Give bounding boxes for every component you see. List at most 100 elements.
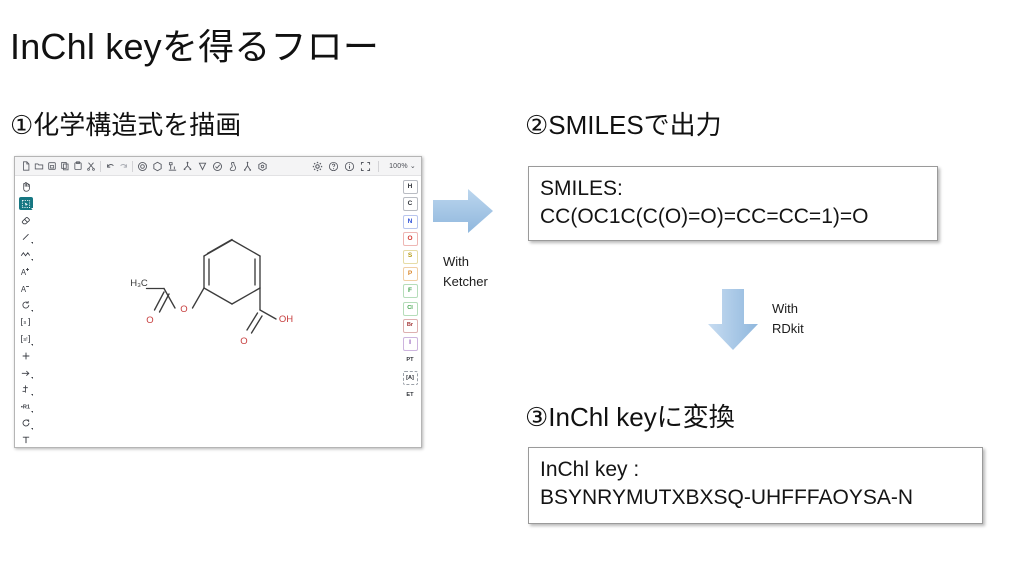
dearomatize-icon[interactable] (151, 160, 163, 172)
bond-single-tool[interactable] (19, 231, 33, 245)
aromatize-icon[interactable] (136, 160, 148, 172)
reaction-mapping-tool[interactable] (19, 383, 33, 397)
calculate-cip-icon[interactable] (196, 160, 208, 172)
arrow-rdkit (708, 289, 758, 350)
paste-icon[interactable] (72, 160, 84, 172)
erase-tool[interactable] (19, 214, 33, 228)
calculated-values-icon[interactable] (226, 160, 238, 172)
rgroup-tool[interactable]: •R1 (19, 400, 33, 414)
element-button-p[interactable]: P (402, 266, 418, 281)
select-tool[interactable] (18, 196, 33, 211)
charge-plus-tool[interactable]: A (19, 264, 33, 278)
tool-caret-icon (30, 208, 33, 211)
cut-icon[interactable] (85, 160, 97, 172)
element-symbol: P (407, 269, 413, 277)
check-structure-icon[interactable] (211, 160, 223, 172)
element-button-s[interactable]: S (402, 249, 418, 264)
about-info-icon[interactable] (343, 160, 355, 172)
element-button-cl[interactable]: Cl (402, 301, 418, 316)
zoom-level-value: 100% (389, 163, 408, 170)
text-tool[interactable] (19, 433, 33, 447)
aspirin-structure: H₃C O O O OH (130, 238, 293, 347)
bond-chain-tool[interactable] (19, 248, 33, 262)
tool-caret-icon (30, 377, 33, 380)
smiles-output-box: SMILES: CC(OC1C(C(O)=O)=CC=CC=1)=O (528, 166, 938, 241)
element-symbol: H (407, 182, 413, 190)
tool-caret-icon (30, 259, 33, 262)
inchikey-value: BSYNRYMUTXBXSQ-UHFFFAOYSA-N (540, 485, 913, 509)
structure-tools-group (136, 160, 268, 172)
reaction-arrow-tool[interactable] (19, 366, 33, 380)
periodic-table-button[interactable]: PT (402, 353, 418, 368)
toolbar-divider-2 (132, 160, 133, 172)
element-button-c[interactable]: C (402, 197, 418, 212)
ketcher-top-toolbar: 100% ⌄ (15, 157, 421, 176)
element-symbol: F (408, 287, 412, 295)
toolbar-divider-1 (100, 160, 101, 172)
ketcher-element-palette: H C N O S P F Cl Br I PT [A] ET (399, 176, 421, 447)
element-symbol: N (407, 217, 413, 225)
generic-atom-button[interactable]: [A] (402, 371, 418, 386)
element-button-br[interactable]: Br (402, 319, 418, 334)
atom-label-oh: OH (279, 314, 293, 325)
transform-rotate-tool[interactable] (19, 298, 33, 312)
svg-text:•R1: •R1 (20, 405, 29, 411)
reaction-plus-tool[interactable] (19, 349, 33, 363)
tool-caret-icon (30, 343, 33, 346)
sgroup-data-tool[interactable]: s! (19, 332, 33, 346)
fullscreen-icon[interactable] (359, 160, 371, 172)
layout-icon[interactable] (166, 160, 178, 172)
svg-text:s: s (24, 320, 27, 326)
ketcher-left-toolbar: A A s s! (15, 176, 36, 447)
add-rgroup-icon[interactable] (241, 160, 253, 172)
extended-table-button[interactable]: ET (402, 388, 418, 403)
smiles-label: SMILES: (540, 177, 623, 200)
element-symbol: O (407, 234, 413, 242)
copy-icon[interactable] (59, 160, 71, 172)
atom-label-o-ester: O (180, 304, 187, 315)
settings-group: 100% ⌄ (311, 160, 416, 172)
tool-caret-icon (30, 309, 33, 312)
clean-up-icon[interactable] (181, 160, 193, 172)
hand-tool[interactable] (19, 180, 33, 194)
step-2-heading: ②SMILESで出力 (525, 110, 722, 140)
tool-caret-icon (30, 242, 33, 245)
element-symbol: Br (406, 322, 414, 329)
new-file-icon[interactable] (20, 160, 32, 172)
element-button-h[interactable]: H (402, 180, 418, 194)
inchikey-label: InChl key : (540, 458, 640, 481)
element-button-f[interactable]: F (402, 284, 418, 299)
save-file-icon[interactable] (46, 160, 58, 172)
sgroup-tool[interactable]: s (19, 315, 33, 329)
element-symbol: C (407, 200, 413, 208)
settings-gear-icon[interactable] (311, 160, 323, 172)
atom-label-o-acetyl: O (146, 315, 153, 326)
element-symbol: [A] (406, 374, 414, 381)
element-symbol: I (409, 339, 411, 347)
atom-label-o-acid: O (240, 336, 247, 347)
undo-icon[interactable] (104, 160, 116, 172)
redo-icon[interactable] (117, 160, 129, 172)
element-symbol: PT (406, 357, 414, 364)
page-title: InChl keyを得るフロー (10, 26, 380, 67)
charge-minus-tool[interactable]: A (19, 281, 33, 295)
open-file-icon[interactable] (33, 160, 45, 172)
element-symbol: ET (406, 391, 414, 398)
shape-tool[interactable] (19, 416, 33, 431)
element-button-n[interactable]: N (402, 214, 418, 229)
help-icon[interactable] (327, 160, 339, 172)
element-button-o[interactable]: O (402, 232, 418, 247)
history-actions-group (104, 160, 129, 172)
svg-text:A: A (21, 284, 27, 293)
element-button-i[interactable]: I (402, 336, 418, 351)
tool-caret-icon (30, 428, 33, 431)
file-actions-group (20, 160, 97, 172)
arrow-label-rdkit: With RDkit (772, 301, 804, 337)
ketcher-editor-window: 100% ⌄ A (14, 156, 422, 448)
3d-viewer-icon[interactable] (256, 160, 268, 172)
arrow-label-ketcher: With Ketcher (443, 254, 488, 290)
smiles-value: CC(OC1C(C(O)=O)=CC=CC=1)=O (540, 204, 869, 228)
ketcher-drawing-canvas[interactable]: H₃C O O O OH (36, 176, 399, 447)
zoom-level-dropdown[interactable]: 100% ⌄ (389, 162, 416, 170)
